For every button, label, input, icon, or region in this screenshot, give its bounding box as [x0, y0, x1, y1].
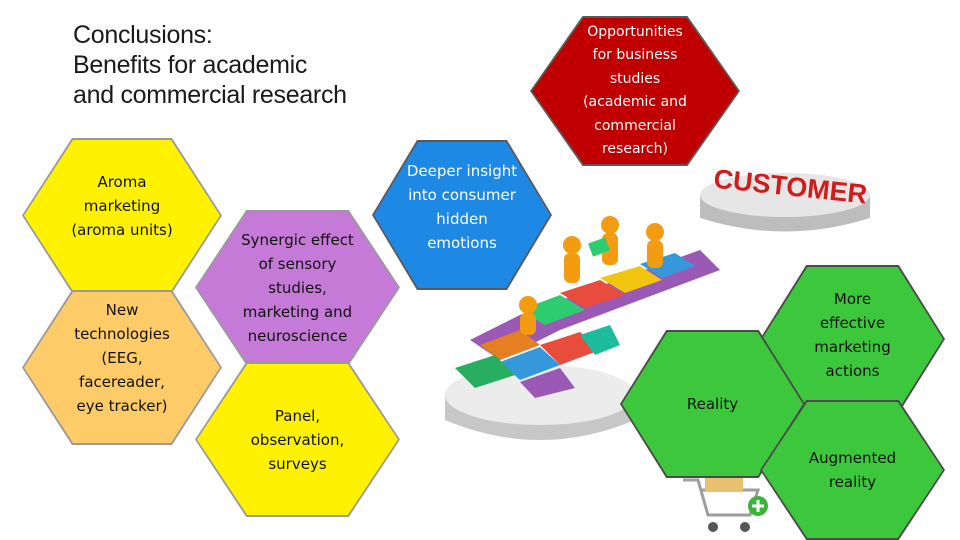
augmented-reality-label: Augmented reality — [809, 446, 896, 494]
new-tech-line-1: New — [105, 300, 139, 319]
deeper-insight-label: Deeper insight into consumer hidden emot… — [407, 159, 517, 255]
shopping-cart-icon — [683, 476, 768, 532]
reality-line-1: Reality — [686, 395, 739, 413]
hex-effective-fill: More effective marketing actions — [762, 267, 943, 411]
slide-title: Conclusions: Benefits for academic and c… — [73, 20, 413, 110]
aroma-line-2: marketing — [83, 196, 161, 215]
title-line-2: Benefits for academic — [73, 51, 308, 79]
effective-line-4: actions — [825, 362, 880, 380]
new-technologies-label: New technologies (EEG, facereader, eye t… — [74, 298, 170, 418]
opportunities-line-6: research) — [601, 141, 669, 157]
new-tech-line-2: technologies — [74, 324, 170, 343]
opportunities-label: Opportunities for business studies (acad… — [583, 21, 687, 162]
opportunities-line-3: studies — [609, 70, 661, 87]
insight-line-3: hidden — [436, 210, 488, 228]
augmented-line-2: reality — [828, 473, 877, 491]
synergic-line-3: studies, — [268, 278, 327, 297]
hex-augmented-fill: Augmented reality — [762, 402, 943, 538]
synergic-line-4: marketing and — [242, 302, 353, 321]
aroma-line-1: Aroma — [97, 172, 147, 191]
augmented-line-1: Augmented — [808, 449, 897, 467]
new-tech-line-5: eye tracker) — [76, 396, 168, 415]
aroma-line-3: (aroma units) — [71, 220, 173, 239]
opportunities-line-5: commercial — [594, 117, 676, 134]
hex-new-technologies: New technologies (EEG, facereader, eye t… — [22, 290, 222, 445]
synergic-effect-label: Synergic effect of sensory studies, mark… — [241, 228, 354, 348]
insight-line-4: emotions — [427, 234, 497, 252]
synergic-line-1: Synergic effect — [241, 230, 354, 249]
hex-more-effective: More effective marketing actions — [760, 265, 945, 413]
synergic-line-5: neuroscience — [247, 326, 348, 345]
opportunities-line-4: (academic and — [583, 94, 687, 110]
opportunities-line-1: Opportunities — [587, 23, 683, 40]
team-figures — [519, 216, 664, 335]
opportunities-line-2: for business — [592, 47, 678, 63]
reality-label: Reality — [687, 392, 738, 416]
title-line-3: and commercial research — [73, 81, 347, 109]
aroma-marketing-label: Aroma marketing (aroma units) — [71, 170, 172, 242]
customer-podium: CUSTOMER — [700, 164, 870, 232]
hex-opportunities: Opportunities for business studies (acad… — [530, 16, 740, 166]
effective-line-1: More — [833, 290, 872, 308]
panel-observation-label: Panel, observation, surveys — [251, 404, 344, 476]
title-line-1: Conclusions: — [73, 21, 213, 49]
panel-line-1: Panel, — [274, 406, 321, 425]
hex-synergic-effect: Synergic effect of sensory studies, mark… — [195, 210, 400, 365]
panel-line-3: surveys — [268, 454, 327, 473]
effective-line-2: effective — [819, 314, 886, 332]
synergic-line-2: of sensory — [258, 254, 337, 273]
effective-line-3: marketing — [814, 338, 891, 356]
new-tech-line-4: facereader, — [79, 372, 165, 391]
insight-line-1: Deeper insight — [406, 162, 518, 180]
hex-deeper-insight: Deeper insight into consumer hidden emot… — [372, 140, 552, 290]
new-tech-line-3: (EEG, — [101, 348, 143, 367]
more-effective-label: More effective marketing actions — [814, 287, 890, 383]
panel-line-2: observation, — [250, 430, 345, 449]
insight-line-2: into consumer — [408, 186, 516, 204]
